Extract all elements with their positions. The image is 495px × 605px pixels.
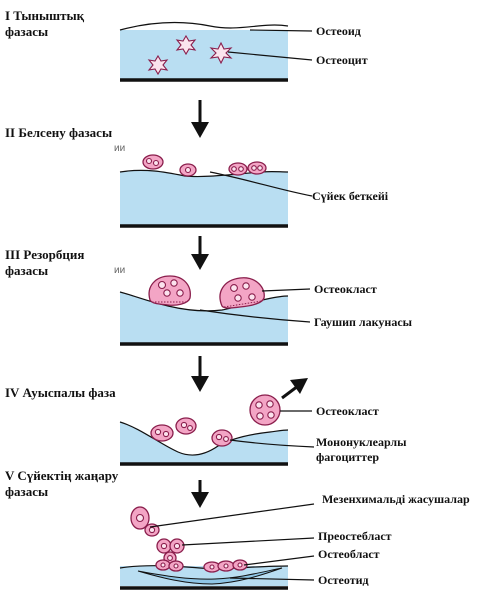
phase-1: I Тыныштық фазасы Остеоид Остеоцит xyxy=(5,8,368,82)
phase-3-ghost-text: ии xyxy=(114,265,125,276)
phase-2-bone-surface-label: Сүйек беткейі xyxy=(312,189,389,203)
phase-5: V Сүйектің жаңару фазасы xyxy=(5,468,470,590)
phase-4-phagocytes xyxy=(150,417,233,447)
phase-5-osteoblast-label: Остеобласт xyxy=(318,547,380,561)
arrow-down-icon xyxy=(191,480,209,508)
phase-3-lacuna-leader xyxy=(199,309,311,323)
phase-4-phagocyte-label-line-1: Мононуклеарлы xyxy=(316,435,407,449)
phase-5-preosteoblast-leader xyxy=(181,537,315,546)
phase-5-surface-edge xyxy=(119,565,289,570)
phase-4-phagocyte-label-line-2: фагоциттер xyxy=(316,450,379,464)
phase-2-lining-cells xyxy=(142,154,267,177)
arrow-up-right-icon xyxy=(281,378,308,400)
arrow-down-icon xyxy=(191,236,209,270)
phase-1-osteoid-leader xyxy=(249,29,313,32)
phase-1-bone-surface xyxy=(120,22,288,30)
phase-3: III Резорбция фазасы ии Остеокласт Гауши… xyxy=(5,247,413,346)
phase-2-bone-matrix xyxy=(120,170,288,226)
phase-3-osteoclast-left xyxy=(148,275,191,306)
phase-2: II Белсену фазасы ии Сүйек беткейі xyxy=(5,125,389,228)
phase-5-osteoblasts xyxy=(155,559,248,573)
phase-3-osteoclast-label: Остеокласт xyxy=(314,282,377,296)
phase-5-osteoid-label: Остеотид xyxy=(318,573,369,587)
phase-2-title-line-1: II Белсену фазасы xyxy=(5,125,112,140)
phase-5-mesenchymal-label: Мезенхимальді жасушалар xyxy=(322,492,470,506)
phase-1-title-line-2: фазасы xyxy=(5,24,48,39)
phase-3-title-line-1: III Резорбция xyxy=(5,247,84,262)
phase-1-osteocyte-label: Остеоцит xyxy=(316,53,368,67)
phase-3-lacuna-label: Гаушип лакунасы xyxy=(314,315,413,329)
phase-3-osteoclast-leader xyxy=(261,288,311,292)
phase-4-bone-matrix xyxy=(120,422,288,464)
phase-5-title-line-2: фазасы xyxy=(5,484,48,499)
phase-5-osteoid-leader xyxy=(229,577,315,581)
phase-1-osteocyte xyxy=(147,34,233,76)
phase-5-osteoid-layer xyxy=(137,567,283,585)
phase-5-mesenchymal-leader xyxy=(149,503,315,528)
arrow-down-icon xyxy=(191,100,209,138)
phase-5-bone-matrix xyxy=(120,566,288,586)
phase-2-ghost-text: ии xyxy=(114,143,125,154)
phase-5-mesenchymal-cells xyxy=(130,506,160,537)
phase-3-title-line-2: фазасы xyxy=(5,263,48,278)
phase-5-osteoblast-leader xyxy=(243,555,315,566)
phase-5-title-line-1: V Сүйектің жаңару xyxy=(5,468,119,483)
phase-3-osteoclast-right xyxy=(219,277,265,309)
phase-4: IV Ауыспалы фаза Остеокласт Мононуклеарл… xyxy=(5,378,407,466)
phase-4-title-line-1: IV Ауыспалы фаза xyxy=(5,385,116,400)
arrow-down-icon xyxy=(191,356,209,392)
phase-4-phagocyte-leader xyxy=(229,439,315,448)
phase-1-osteocyte-leader xyxy=(227,51,313,61)
phase-2-bone-surface-edge xyxy=(119,169,289,178)
phase-4-osteoclast xyxy=(249,394,281,426)
phase-4-osteoclast-label: Остеокласт xyxy=(316,404,379,418)
phase-1-osteoid-label: Остеоид xyxy=(316,24,361,38)
phase-5-preosteoblast-label: Преостебласт xyxy=(318,529,392,543)
phase-1-title-line-1: I Тыныштық xyxy=(5,8,85,23)
phase-1-osteoid-edge xyxy=(119,21,289,31)
phase-2-surface-leader xyxy=(209,171,313,197)
